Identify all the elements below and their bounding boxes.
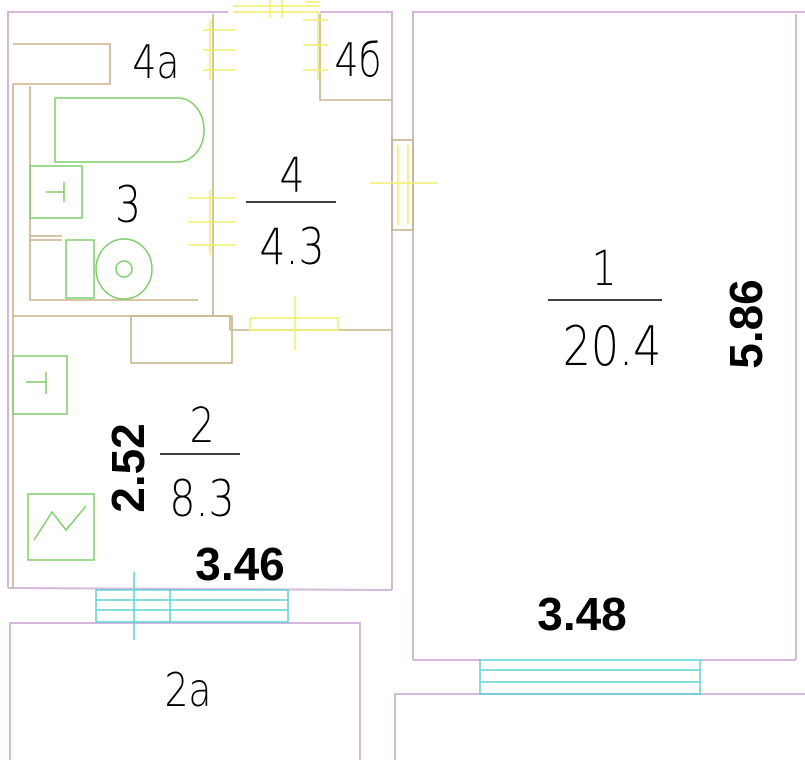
room-1-length-dimension: 5.86 xyxy=(720,279,772,369)
sink-icon xyxy=(29,165,83,219)
room-1-width-dimension: 3.48 xyxy=(537,588,627,640)
room-4-area: 4.3 xyxy=(259,218,324,276)
room-2-length-dimension: 2.52 xyxy=(102,423,154,513)
stove-icon xyxy=(27,493,95,561)
room-4b-number: 4б xyxy=(334,33,381,87)
fixtures xyxy=(12,97,205,561)
dimension-labels: 3.48 3.46 5.86 2.52 xyxy=(102,279,772,640)
toilet-icon xyxy=(65,238,153,300)
bathtub-icon xyxy=(54,97,205,163)
windows xyxy=(95,572,701,695)
door-markers xyxy=(188,0,438,350)
kitchen-sink-icon xyxy=(12,355,68,415)
outer-walls xyxy=(7,11,805,760)
room-labels: 1 20.4 4 4.3 3 4a 4б 2 8.3 2a xyxy=(115,33,662,717)
room-2-number: 2 xyxy=(189,398,214,454)
room-2-area: 8.3 xyxy=(169,470,234,528)
room-4a-number: 4a xyxy=(132,35,179,89)
room-2-width-dimension: 3.46 xyxy=(195,538,285,590)
room-3-number: 3 xyxy=(115,176,141,234)
interior-walls xyxy=(12,14,414,588)
room-1-number: 1 xyxy=(591,241,616,297)
room-1-area: 20.4 xyxy=(563,315,662,378)
room-4-number: 4 xyxy=(279,148,304,204)
room-2a-number: 2a xyxy=(164,663,211,717)
